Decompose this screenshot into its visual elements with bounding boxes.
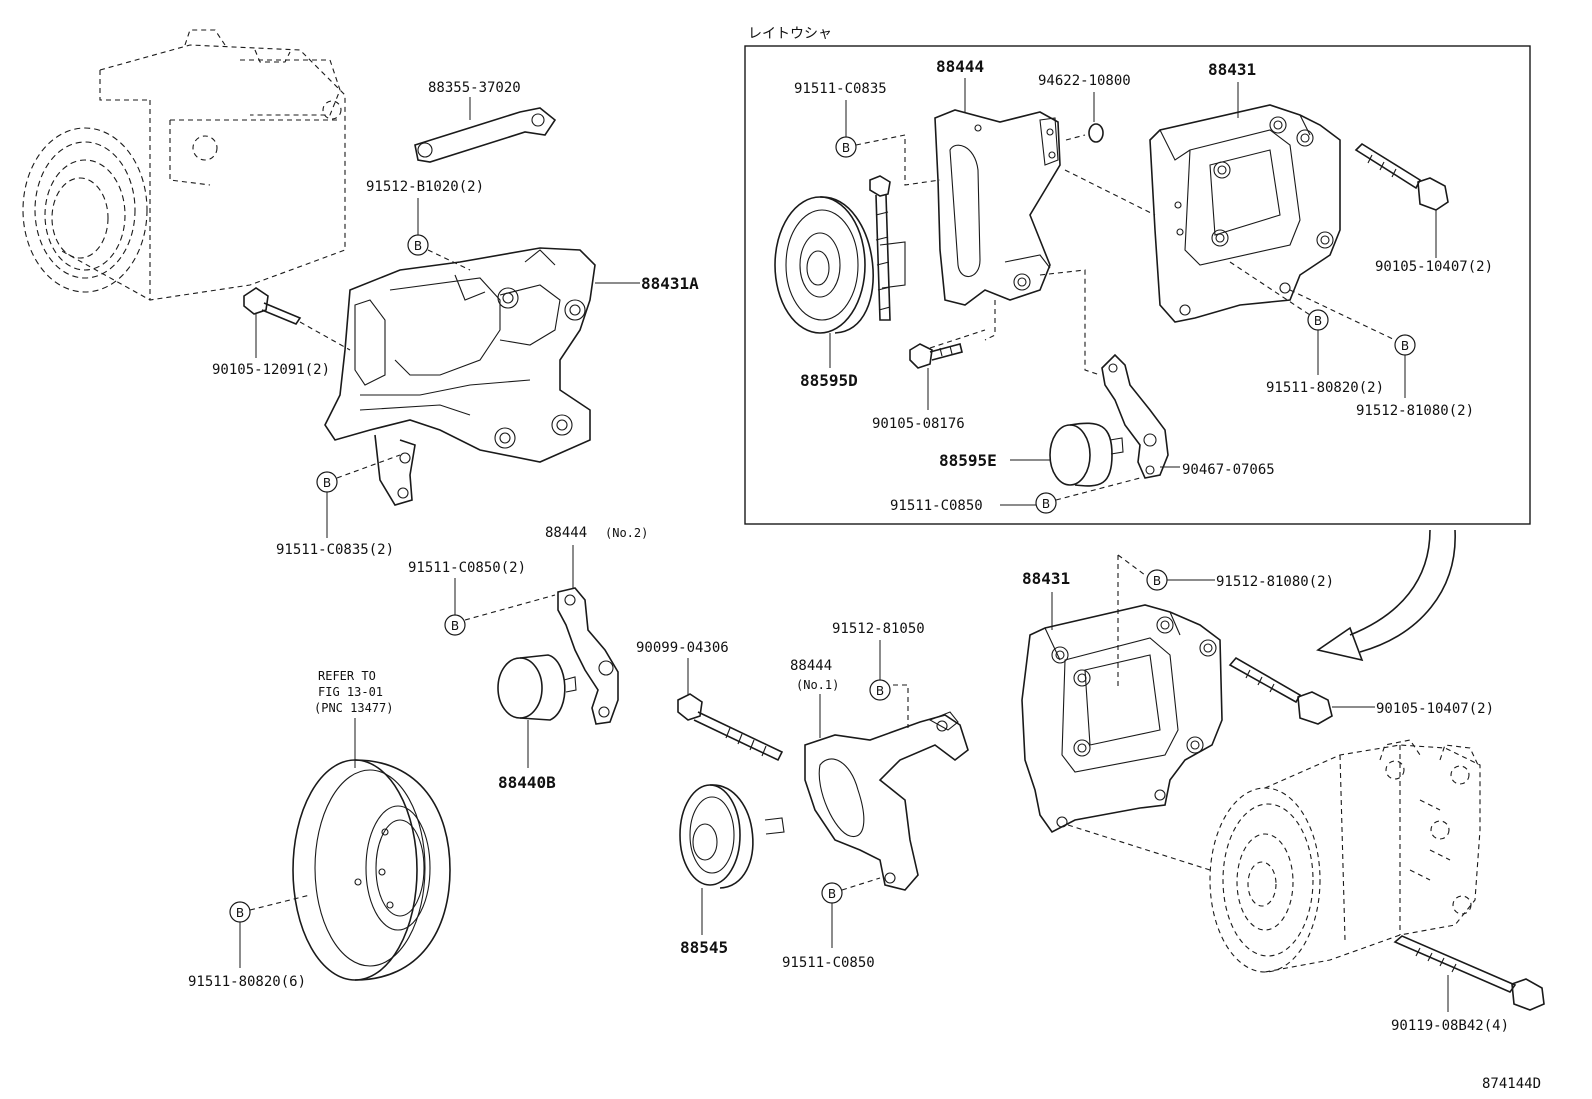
label-refer-line2: FIG 13-01 — [318, 685, 383, 699]
bolt-marker-b-text: B — [1042, 497, 1050, 511]
curved-arrow-icon — [1316, 529, 1456, 662]
inset-title: レイトウシャ — [748, 26, 832, 42]
bracket-88444-no1-part — [804, 694, 969, 891]
bolt-marker-b-text: B — [876, 684, 884, 698]
dashed-connector — [1067, 824, 1211, 871]
inset-label-90467-07065: 90467-07065 — [1182, 462, 1275, 478]
bracket-88431a-part — [324, 247, 640, 506]
bolt-marker-b — [407, 234, 429, 256]
idler-pulley-88545-part — [679, 784, 785, 935]
inset-pulley-88595e-part — [1010, 353, 1180, 487]
label-88444-no2-tag: (No.2) — [605, 526, 648, 540]
bolt-90119-08b42-part — [1393, 935, 1545, 1012]
inset-label-88431: 88431 — [1208, 60, 1256, 79]
idler-pulley-88440b-part — [497, 654, 577, 768]
label-88355-37020: 88355-37020 — [428, 80, 521, 96]
label-90105-10407: 90105-10407(2) — [1376, 701, 1494, 717]
inset-bolt-90105-08176-part — [909, 329, 986, 410]
inset-label-91512-81080: 91512-81080(2) — [1356, 403, 1474, 419]
inset-label-91511-c0835: 91511-C0835 — [794, 81, 887, 97]
inset-label-94622-10800: 94622-10800 — [1038, 73, 1131, 89]
dashed-connector — [1065, 134, 1086, 141]
label-91511-c0850-b: 91511-C0850 — [782, 955, 875, 971]
bolt-marker-b-text: B — [451, 619, 459, 633]
label-90105-12091: 90105-12091(2) — [212, 362, 330, 378]
label-91512-81080: 91512-81080(2) — [1216, 574, 1334, 590]
bracket-88431-part — [1021, 604, 1223, 834]
bolt-marker-b — [869, 679, 891, 701]
inset-label-90105-08176: 90105-08176 — [872, 416, 965, 432]
bolt-marker-b-text: B — [828, 887, 836, 901]
dashed-connector — [1039, 269, 1101, 376]
bolt-marker-b-text: B — [1153, 574, 1161, 588]
label-88444-no1: 88444 — [790, 658, 832, 674]
label-91512-b1020: 91512-B1020(2) — [366, 179, 484, 195]
ac-compressor-outline — [1209, 739, 1481, 973]
dashed-connector — [893, 684, 909, 728]
dashed-connector — [984, 300, 996, 341]
dashed-connector — [427, 249, 471, 271]
figure-code: 874144D — [1482, 1076, 1541, 1092]
label-91511-80820-6: 91511-80820(6) — [188, 974, 306, 990]
inset-bolt-90105-10407-part — [1354, 142, 1449, 258]
bolt-marker-b-text: B — [323, 476, 331, 490]
label-88431a: 88431A — [641, 274, 699, 293]
label-88444-no2: 88444 — [545, 525, 587, 541]
arm-88444-no2-part — [557, 545, 619, 725]
bolt-marker-b — [444, 614, 466, 636]
inset-label-88595d: 88595D — [800, 371, 858, 390]
dashed-connector — [855, 134, 941, 186]
inset-frame — [744, 45, 1531, 525]
washer-94622-part — [1088, 123, 1104, 143]
dashed-connector — [1117, 554, 1146, 690]
label-88545: 88545 — [680, 938, 728, 957]
dashed-connector — [464, 594, 556, 621]
label-88431: 88431 — [1022, 569, 1070, 588]
dashed-connector — [1064, 169, 1156, 216]
label-refer-line1: REFER TO — [318, 669, 376, 683]
link-rod-part — [414, 97, 557, 163]
label-90099-04306: 90099-04306 — [636, 640, 729, 656]
inset-pulley-88595d-part — [774, 175, 906, 368]
dashed-connector — [841, 877, 881, 891]
inset-bracket-88444-part — [934, 78, 1061, 306]
bolt-marker-b — [1035, 492, 1057, 514]
dashed-connector — [1289, 289, 1396, 341]
bolt-marker-b-text: B — [414, 239, 422, 253]
label-88444-no1-tag: (No.1) — [796, 678, 839, 692]
label-91512-81050: 91512-81050 — [832, 621, 925, 637]
dashed-connector — [1229, 261, 1311, 316]
bolt-marker-b-text: B — [1314, 314, 1322, 328]
bolt-marker-b-text: B — [842, 141, 850, 155]
label-91511-c0850-2: 91511-C0850(2) — [408, 560, 526, 576]
inset-label-91511-80820: 91511-80820(2) — [1266, 380, 1384, 396]
label-91511-c0835-2: 91511-C0835(2) — [276, 542, 394, 558]
dashed-connector — [1055, 477, 1141, 501]
crank-pulley-part — [292, 718, 451, 981]
inset-label-90105-10407: 90105-10407(2) — [1375, 259, 1493, 275]
bolt-90105-12091-part — [243, 287, 351, 358]
bolt-marker-b-text: B — [1401, 339, 1409, 353]
label-refer-line3: (PNC 13477) — [314, 701, 393, 715]
inset-label-88444: 88444 — [936, 57, 984, 76]
label-88440b: 88440B — [498, 773, 556, 792]
dashed-connector — [336, 454, 401, 479]
inset-label-88595e: 88595E — [939, 451, 997, 470]
inset-label-91511-c0850: 91511-C0850 — [890, 498, 983, 514]
dashed-connector — [249, 894, 311, 911]
bolt-marker-b — [835, 136, 857, 158]
bolt-90099-04306-part — [677, 658, 784, 762]
engine-outline — [22, 29, 346, 301]
inset-bracket-88431-part — [1149, 82, 1341, 323]
label-90119-08b42: 90119-08B42(4) — [1391, 1018, 1509, 1034]
bolt-90105-10407-part — [1228, 656, 1375, 725]
bolt-marker-b-text: B — [236, 906, 244, 920]
